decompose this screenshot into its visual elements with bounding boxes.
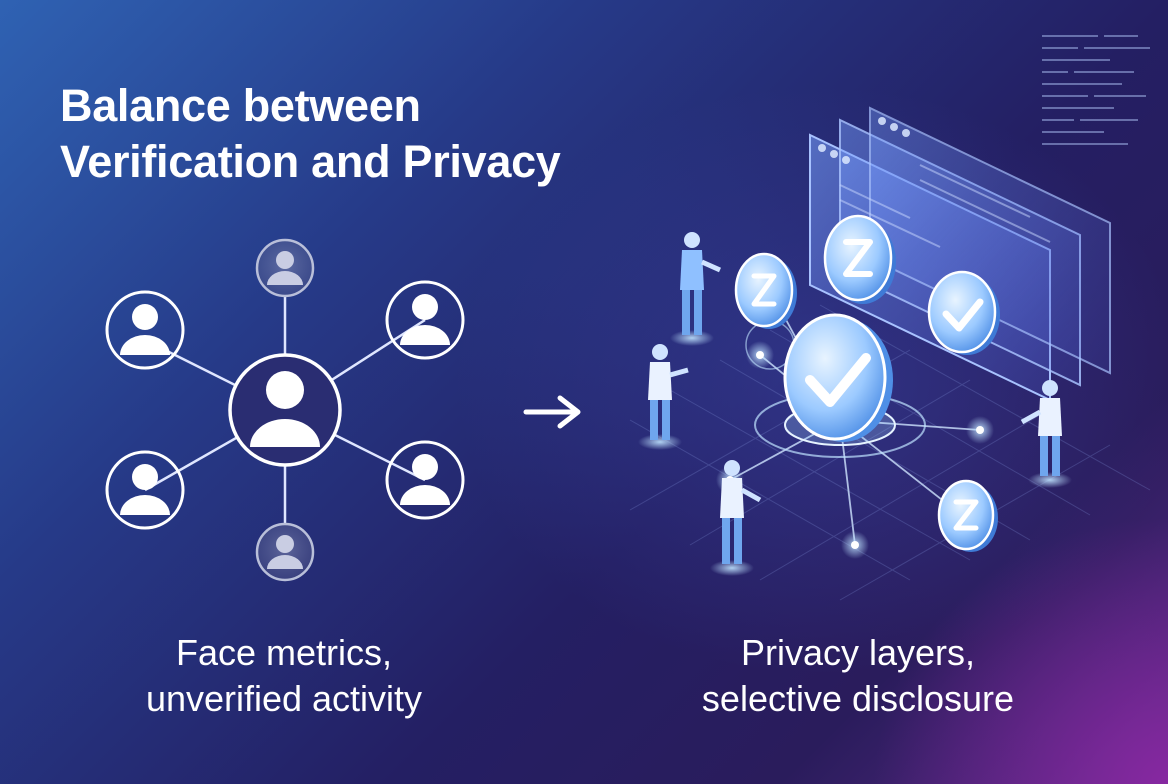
check-coin-center [783, 313, 893, 442]
person-figure-1 [670, 232, 722, 346]
user-node-bottom-left [105, 450, 185, 530]
zk-coin-top [823, 214, 896, 304]
privacy-layers-illustration [629, 106, 1151, 601]
arrow-right-icon [523, 395, 581, 429]
user-node-top-right [385, 280, 465, 360]
caption-left: Face metrics, unverified activity [74, 630, 494, 722]
title-line-2: Verification and Privacy [60, 136, 561, 187]
user-node-bottom-right [385, 440, 465, 520]
caption-right-line-1: Privacy layers, [740, 632, 976, 673]
caption-left-line-1: Face metrics, [175, 632, 393, 673]
person-figure-4 [1020, 380, 1072, 488]
page-title: Balance between Verification and Privacy [60, 78, 561, 190]
user-node-top-left [105, 290, 185, 370]
user-network-icon [105, 238, 465, 582]
zk-coin-bottom-right [937, 479, 998, 552]
user-node-bottom [255, 522, 315, 582]
caption-left-line-2: unverified activity [145, 678, 423, 719]
caption-right-line-2: selective disclosure [701, 678, 1015, 719]
title-line-1: Balance between [60, 80, 421, 131]
zk-coin-left [734, 252, 797, 329]
caption-right: Privacy layers, selective disclosure [648, 630, 1068, 722]
user-node-center [228, 353, 342, 467]
person-figure-2 [638, 344, 689, 450]
check-coin-right [927, 270, 1000, 355]
user-node-top [255, 238, 315, 298]
code-lines-decoration [1042, 35, 1150, 145]
person-figure-3 [710, 460, 762, 576]
